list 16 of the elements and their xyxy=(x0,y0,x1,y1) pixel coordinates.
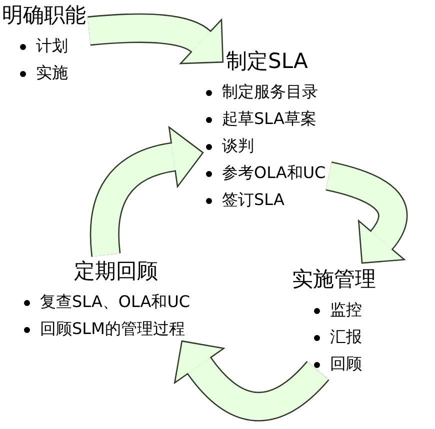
step-heading: 实施管理 xyxy=(292,266,376,292)
bullet-item: 回顾 xyxy=(330,354,362,373)
bullet-item: 监控 xyxy=(330,300,362,319)
bullet-item: 谈判 xyxy=(222,136,254,155)
bullet-item: 计划 xyxy=(36,36,68,55)
bullet-item: 回顾SLM的管理过程 xyxy=(40,319,185,338)
step-heading: 定期回顾 xyxy=(74,258,158,284)
bullet-item: 签订SLA xyxy=(222,190,284,209)
bullet-item: 制定服务目录 xyxy=(222,82,318,101)
bullet-item: 起草SLA草案 xyxy=(222,109,316,128)
step-heading: 制定SLA xyxy=(226,48,308,74)
step-heading: 明确职能 xyxy=(2,2,86,28)
bullet-item: 实施 xyxy=(36,63,68,82)
bullet-item: 复查SLA、OLA和UC xyxy=(40,292,190,311)
bullet-item: 参考OLA和UC xyxy=(222,163,326,182)
bullet-item: 汇报 xyxy=(330,327,362,346)
